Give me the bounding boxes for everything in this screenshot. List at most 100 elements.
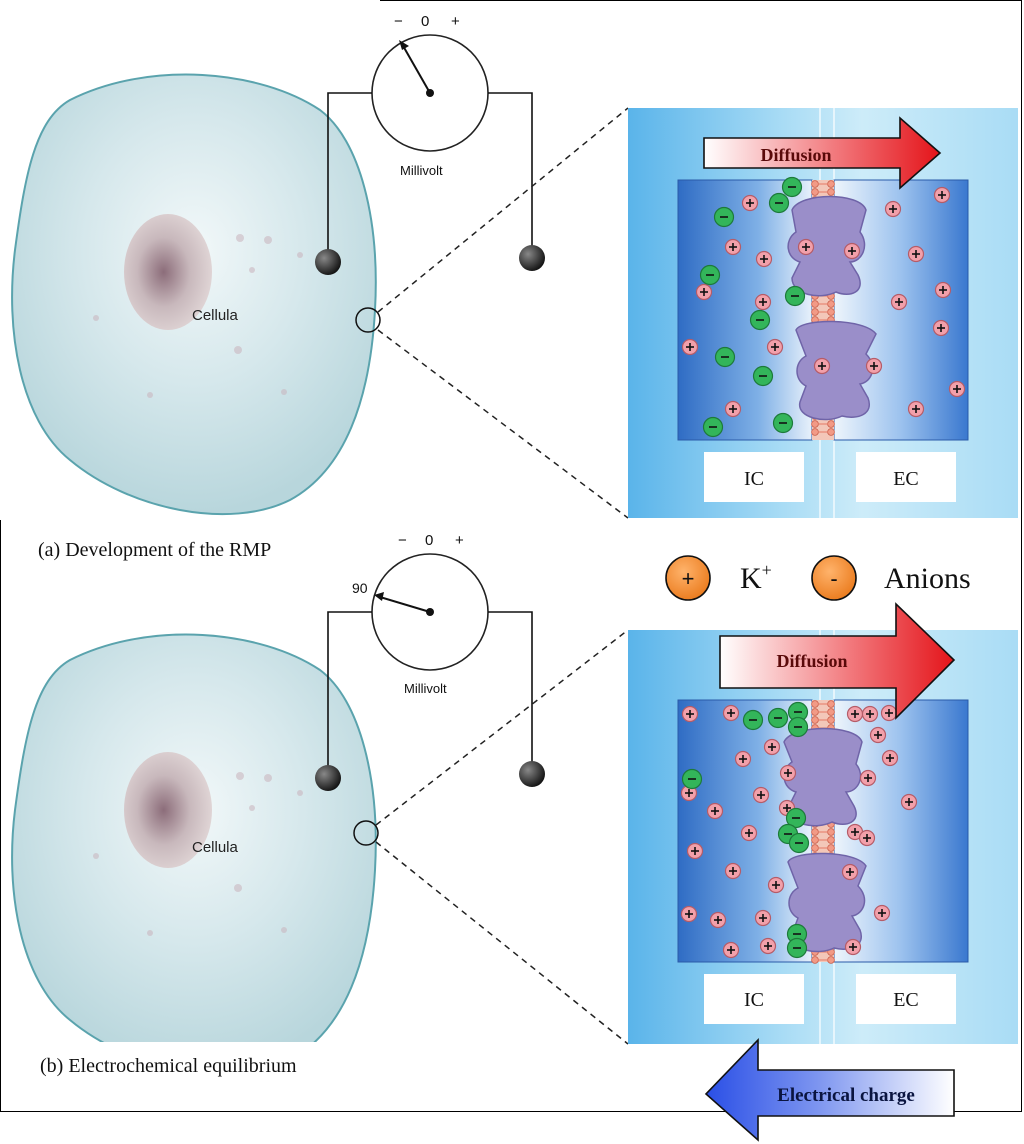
lipid-head	[827, 428, 835, 436]
cell-label: Cellula	[192, 839, 239, 856]
diffusion-label: Diffusion	[760, 145, 831, 165]
figure-frame	[0, 0, 1022, 1112]
ions-a	[681, 176, 966, 438]
lipid-head	[827, 300, 835, 308]
lipid-head	[827, 708, 835, 716]
cation-icon	[755, 250, 773, 268]
cation-legend-symbol: +	[682, 566, 695, 591]
diffusion-label: Diffusion	[776, 651, 847, 671]
anion-icon	[742, 709, 764, 731]
cell-granules	[93, 772, 303, 936]
cation-icon	[722, 704, 740, 722]
cation-icon	[948, 380, 966, 398]
anion-icon	[699, 264, 721, 286]
cation-icon	[869, 726, 887, 744]
cation-icon	[881, 749, 899, 767]
cation-icon	[734, 750, 752, 768]
wire-left	[327, 611, 372, 766]
cation-icon	[763, 738, 781, 756]
cation-icon	[681, 705, 699, 723]
meter-zero: 0	[425, 532, 433, 549]
meter-plus: +	[451, 13, 460, 30]
cation-icon	[859, 769, 877, 787]
ic-label-box	[704, 452, 804, 502]
ic-label-box	[704, 974, 804, 1024]
cation-icon	[740, 824, 758, 842]
cell-granules	[93, 234, 303, 398]
meter-zero: 0	[421, 13, 429, 30]
anion-icon	[786, 937, 808, 959]
cation-icon	[934, 281, 952, 299]
cation-icon	[779, 764, 797, 782]
meter-label: Millivolt	[400, 163, 443, 178]
cation-icon	[741, 194, 759, 212]
anion-icon	[749, 309, 771, 331]
lipid-head	[827, 956, 835, 964]
lipid-head	[827, 836, 835, 844]
cation-icon	[907, 400, 925, 418]
lipid-head	[811, 180, 819, 188]
lipid-head	[811, 716, 819, 724]
anion-icon	[702, 416, 724, 438]
lipid-head	[827, 828, 835, 836]
electrode-outside	[519, 761, 545, 787]
meter-plus: +	[455, 532, 464, 549]
anion-icon	[784, 285, 806, 307]
lipid-head	[811, 428, 819, 436]
anion-icon	[713, 206, 735, 228]
cation-icon	[709, 911, 727, 929]
cation-icon	[932, 319, 950, 337]
cation-legend-label: K+	[740, 560, 772, 595]
anion-icon	[767, 707, 789, 729]
cation-icon	[681, 338, 699, 356]
anion-legend-icon	[811, 555, 857, 601]
electrode-inside	[315, 765, 341, 791]
meter-reading: 90	[352, 580, 368, 596]
lipid-head	[827, 188, 835, 196]
lipid-head	[811, 828, 819, 836]
electrical-charge-label: Electrical charge	[777, 1085, 915, 1106]
cation-icon	[813, 357, 831, 375]
anion-icon	[714, 346, 736, 368]
membrane-panel-b: IC EC Diffusion	[628, 602, 1018, 1044]
anion-icon	[768, 192, 790, 214]
wire-right	[488, 611, 533, 762]
cation-icon	[846, 705, 864, 723]
cation-icon	[865, 357, 883, 375]
cation-icon	[884, 200, 902, 218]
anion-icon	[781, 176, 803, 198]
ec-label-box	[856, 974, 956, 1024]
cation-icon	[841, 863, 859, 881]
channel-protein	[795, 320, 877, 421]
cation-icon	[754, 909, 772, 927]
panel-a: Cellula − 0 + Millivolt	[0, 0, 1018, 568]
lipid-head	[827, 716, 835, 724]
anion-icon	[681, 768, 703, 790]
panel-b: Cellula − 0 + 90 Millivolt	[11, 532, 1018, 1142]
meter-label: Millivolt	[404, 681, 447, 696]
cation-icon	[695, 283, 713, 301]
lipid-head	[811, 708, 819, 716]
cation-icon	[752, 786, 770, 804]
ec-label: EC	[893, 468, 919, 490]
lipid-head	[827, 700, 835, 708]
wire-right	[488, 92, 533, 250]
cation-icon	[722, 941, 740, 959]
cation-icon	[759, 937, 777, 955]
anion-icon	[788, 832, 810, 854]
electrode-inside	[315, 249, 341, 275]
cation-icon	[844, 938, 862, 956]
cation-icon	[754, 293, 772, 311]
cation-icon	[858, 829, 876, 847]
lipid-head	[811, 300, 819, 308]
lipid-head	[811, 956, 819, 964]
lipid-head	[827, 308, 835, 316]
zoom-circle	[355, 307, 381, 333]
channel-protein	[783, 727, 863, 827]
ions-b	[680, 701, 918, 959]
zoom-circle	[353, 820, 379, 846]
lipid-head	[811, 836, 819, 844]
ec-label: EC	[893, 989, 919, 1011]
